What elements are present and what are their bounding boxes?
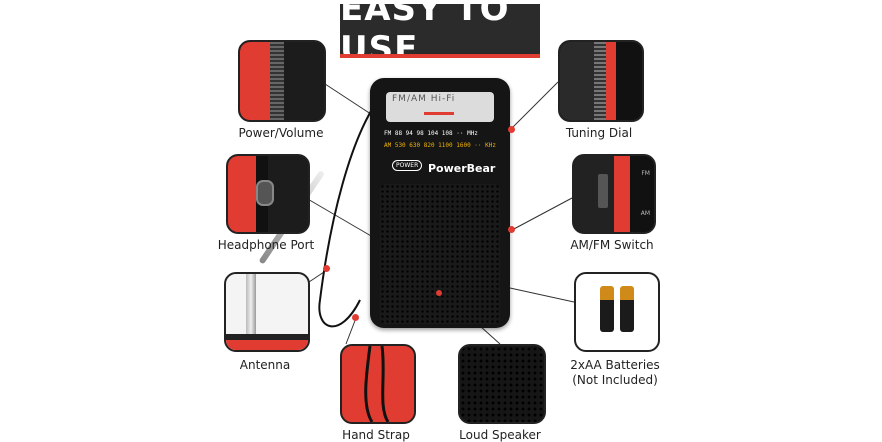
loud-speaker-thumbnail [458,344,546,424]
switch-fm-text: FM [641,170,650,177]
speaker-grille-icon [460,346,544,422]
battery-icon-1 [600,286,614,332]
strap-cord [318,99,379,328]
loud-speaker-label: Loud Speaker [459,428,541,442]
headphone-port-label: Headphone Port [217,238,315,252]
am-fm-switch-thumbnail: FM AM [572,154,656,234]
tuning-dial-label: Tuning Dial [565,126,633,140]
connector-am-fm-switch [511,197,573,231]
strap-marker-dot [352,314,359,321]
connector-headphone-port [305,197,379,241]
am-band-scale: AM 530 630 820 1100 1600 ·· KHz [384,142,496,149]
connector-hand-strap [345,317,357,345]
batteries-thumbnail [574,272,660,352]
switch-marker-dot [508,226,515,233]
tuning-wheel-icon [594,42,606,120]
dial-needle [424,112,454,115]
batteries-label-line2: (Not Included) [572,373,658,387]
power-badge: POWER [392,160,423,171]
switch-am-text: AM [640,210,650,217]
connector-tuning-dial [511,81,559,129]
batteries-label: 2xAA Batteries (Not Included) [562,358,668,388]
antenna-tip-icon [246,274,256,334]
connector-batteries [509,287,575,303]
headphone-jack-icon [256,180,274,206]
speaker-grille [380,184,500,324]
batteries-label-line1: 2xAA Batteries [570,358,660,372]
antenna-thumbnail [224,272,310,352]
hand-strap-label: Hand Strap [342,428,410,442]
speaker-marker-dot [436,290,442,296]
antenna-label: Antenna [239,358,291,372]
power-volume-thumbnail [238,40,326,122]
banner-title: EASY TO USE [340,0,540,69]
strap-loop-icon [364,346,390,422]
dial-label: FM/AM Hi-Fi [392,94,456,104]
radio-device: FM/AM Hi-Fi FM 88 94 98 104 108 ·· MHz A… [370,78,510,328]
power-volume-label: Power/Volume [238,126,324,140]
brand-name: PowerBear [428,162,496,175]
antenna-marker-dot [323,265,330,272]
slide-switch-icon [598,174,608,208]
fm-band-scale: FM 88 94 98 104 108 ·· MHz [384,130,478,137]
tuning-marker-dot [508,126,515,133]
volume-wheel-icon [270,42,284,120]
hand-strap-thumbnail [340,344,416,424]
headphone-port-thumbnail [226,154,310,234]
tuning-dial-thumbnail [558,40,644,122]
banner-underline [340,54,540,58]
am-fm-switch-label: AM/FM Switch [570,238,654,252]
battery-icon-2 [620,286,634,332]
dial-window: FM/AM Hi-Fi [386,92,494,122]
